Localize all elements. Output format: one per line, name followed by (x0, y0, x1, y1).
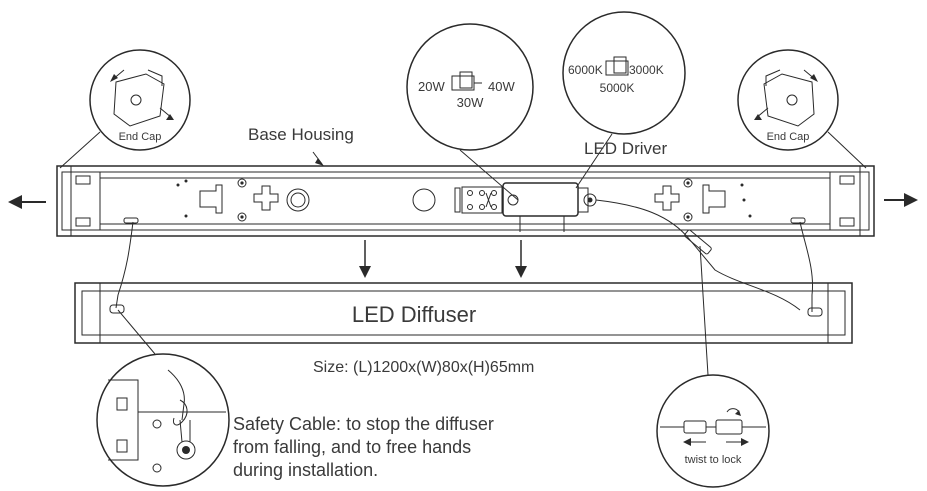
callout-end-cap-right (737, 49, 867, 169)
end-cap-left-housing (56, 165, 91, 237)
cable-connector (684, 229, 712, 255)
end-cap-left-label: End Cap (119, 131, 162, 143)
callout-twist-to-lock (656, 245, 770, 488)
wattage-right: 40W (488, 79, 515, 94)
arrow-right (884, 193, 918, 207)
mounting-bracket-right (654, 178, 752, 222)
base-housing-label: Base Housing (248, 125, 354, 144)
safety-cable-line-3: during installation. (233, 460, 379, 480)
end-cap-right-housing (839, 165, 875, 237)
callout-cct-switch (562, 11, 686, 189)
safety-cable-line-1: Safety Cable: to stop the diffuser (233, 414, 494, 434)
callout-end-cap-left (59, 49, 191, 169)
arrow-left (8, 195, 46, 209)
housing-slot-left (123, 217, 139, 224)
wattage-left: 20W (418, 79, 445, 94)
led-diffuser-panel (74, 282, 853, 344)
led-driver-label: LED Driver (584, 139, 667, 158)
arrow-down-right (515, 240, 527, 278)
housing-slot-right (790, 217, 806, 224)
led-driver-body (502, 182, 597, 232)
center-knockout (412, 188, 436, 212)
terminal-block (454, 186, 503, 214)
callout-safety-cable (96, 309, 230, 487)
cct-middle: 5000K (600, 81, 635, 95)
mounting-bracket-left (176, 178, 310, 222)
driver-output-cable (595, 199, 801, 311)
callout-wattage-switch (406, 23, 534, 201)
cct-left: 6000K (568, 63, 603, 77)
wattage-middle: 30W (457, 95, 484, 110)
twist-to-lock-label: twist to lock (685, 454, 742, 466)
arrow-down-left (359, 240, 371, 278)
size-label: Size: (L)1200x(W)80x(H)65mm (313, 359, 534, 376)
led-diffuser-label: LED Diffuser (352, 302, 476, 327)
end-cap-right-label: End Cap (767, 131, 810, 143)
base-housing (56, 165, 875, 237)
safety-cable-right (799, 221, 814, 312)
safety-cable-left (115, 221, 134, 309)
safety-cable-description: Safety Cable: to stop the diffuser from … (233, 413, 563, 482)
safety-cable-line-2: from falling, and to free hands (233, 437, 472, 457)
cct-right: 3000K (629, 63, 664, 77)
